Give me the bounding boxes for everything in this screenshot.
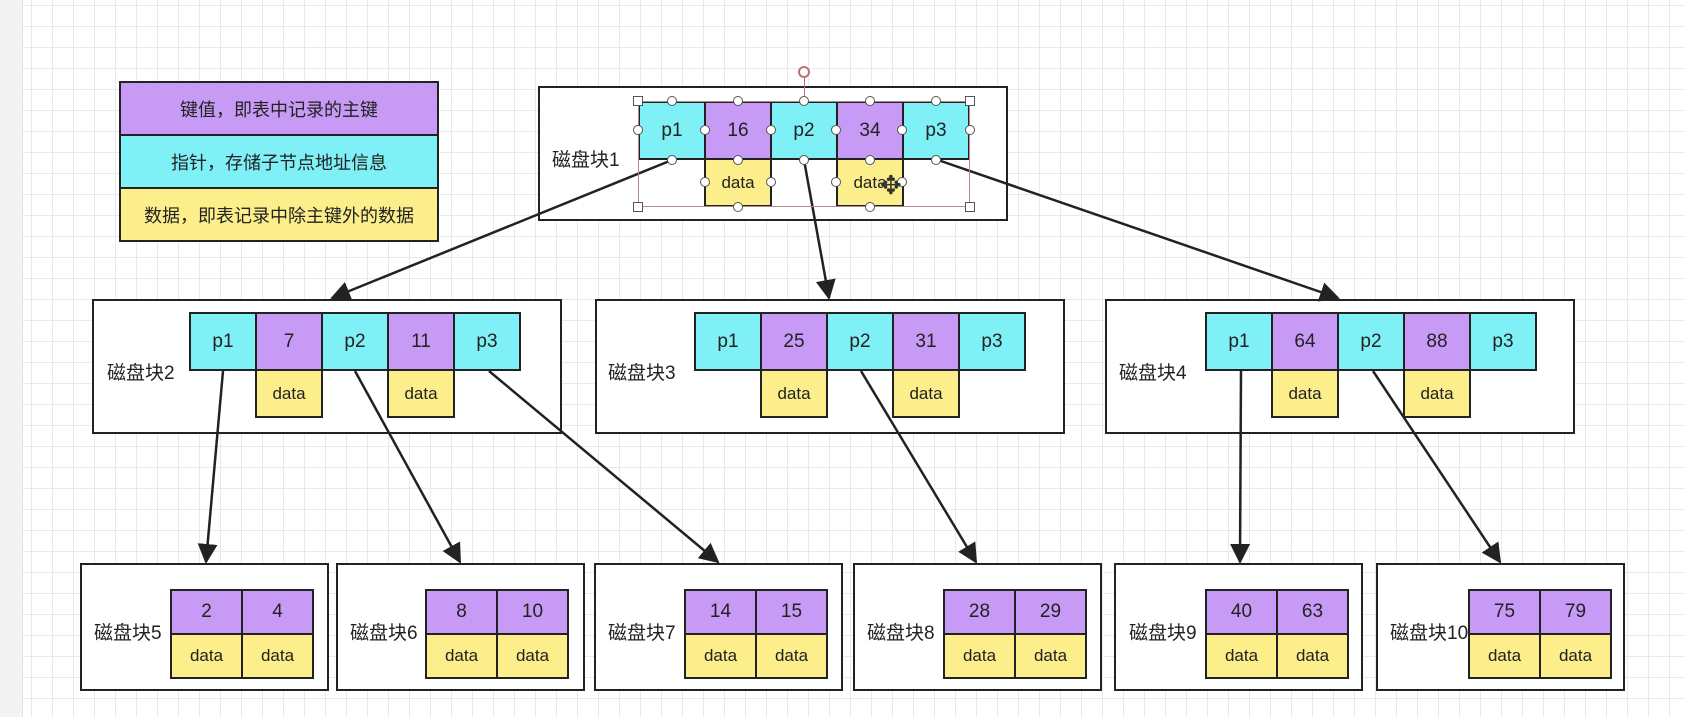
block10-data-2[interactable]: data (1539, 633, 1612, 679)
connection-point[interactable] (733, 155, 743, 165)
arrow-b1p3-to-b4[interactable] (937, 158, 1340, 302)
disk-block-9-label: 磁盘块9 (1129, 623, 1197, 644)
legend-data-row[interactable]: 数据，即表记录中除主键外的数据 (119, 187, 439, 242)
block4-pointer-p1[interactable]: p1 (1205, 312, 1273, 371)
block9-data-2[interactable]: data (1276, 633, 1349, 679)
arrow-b1p1-to-b2[interactable] (330, 158, 673, 301)
connection-point[interactable] (799, 96, 809, 106)
connection-point[interactable] (931, 96, 941, 106)
connection-point[interactable] (799, 155, 809, 165)
block10-key-75[interactable]: 75 (1468, 589, 1541, 635)
resize-handle-tl[interactable] (633, 96, 643, 106)
connection-point[interactable] (667, 96, 677, 106)
connection-point[interactable] (865, 96, 875, 106)
resize-handle-tr[interactable] (965, 96, 975, 106)
connection-point[interactable] (766, 125, 776, 135)
connection-point[interactable] (633, 125, 643, 135)
block8-data-2[interactable]: data (1014, 633, 1087, 679)
disk-block-8-label: 磁盘块8 (867, 623, 935, 644)
arrow-b4p1-to-b9[interactable] (1230, 370, 1251, 564)
connection-point[interactable] (897, 125, 907, 135)
connection-point[interactable] (897, 177, 907, 187)
block7-key-14[interactable]: 14 (684, 589, 757, 635)
connection-point[interactable] (965, 125, 975, 135)
rotate-handle-line (804, 78, 805, 101)
block7-data-1[interactable]: data (684, 633, 757, 679)
connection-point[interactable] (931, 155, 941, 165)
resize-handle-bl[interactable] (633, 202, 643, 212)
block6-data-2[interactable]: data (496, 633, 569, 679)
legend-key-row[interactable]: 键值，即表中记录的主键 (119, 81, 439, 136)
canvas-left-strip (0, 0, 23, 717)
block2-pointer-p3[interactable]: p3 (453, 312, 521, 371)
block3-key-25[interactable]: 25 (760, 312, 828, 371)
disk-block-1-label: 磁盘块1 (552, 150, 620, 171)
arrow-b1p2-to-b3[interactable] (802, 159, 836, 300)
connection-point[interactable] (865, 202, 875, 212)
legend-key-text: 键值，即表中记录的主键 (180, 99, 378, 120)
disk-block-4-label: 磁盘块4 (1119, 363, 1187, 384)
block3-pointer-p1[interactable]: p1 (694, 312, 762, 371)
block2-data-2[interactable]: data (387, 369, 455, 418)
block3-data-2[interactable]: data (892, 369, 960, 418)
disk-block-5-label: 磁盘块5 (94, 623, 162, 644)
connection-point[interactable] (831, 177, 841, 187)
connection-point[interactable] (766, 177, 776, 187)
legend-pointer-text: 指针，存储子节点地址信息 (171, 152, 387, 173)
connection-point[interactable] (831, 125, 841, 135)
block5-data-1[interactable]: data (170, 633, 243, 679)
block6-data-1[interactable]: data (425, 633, 498, 679)
block1-key-16[interactable]: 16 (704, 101, 772, 160)
connection-point[interactable] (865, 155, 875, 165)
connection-point[interactable] (733, 96, 743, 106)
arrow-b3p2-to-b8[interactable] (859, 370, 978, 564)
block4-pointer-p3[interactable]: p3 (1469, 312, 1537, 371)
disk-block-3-label: 磁盘块3 (608, 363, 676, 384)
block9-key-40[interactable]: 40 (1205, 589, 1278, 635)
disk-block-10-label: 磁盘块10 (1390, 623, 1469, 644)
disk-block-6-label: 磁盘块6 (350, 623, 418, 644)
block2-pointer-p1[interactable]: p1 (189, 312, 257, 371)
block10-data-1[interactable]: data (1468, 633, 1541, 679)
connection-point[interactable] (733, 202, 743, 212)
move-cursor-icon: ✥ (880, 170, 902, 200)
block8-key-29[interactable]: 29 (1014, 589, 1087, 635)
connection-point[interactable] (667, 155, 677, 165)
block2-data-1[interactable]: data (255, 369, 323, 418)
block3-pointer-p3[interactable]: p3 (958, 312, 1026, 371)
disk-block-2-label: 磁盘块2 (107, 363, 175, 384)
disk-block-7-label: 磁盘块7 (608, 623, 676, 644)
block9-data-1[interactable]: data (1205, 633, 1278, 679)
legend-data-text: 数据，即表记录中除主键外的数据 (144, 205, 414, 226)
connection-point[interactable] (700, 125, 710, 135)
arrow-b2p1-to-b5[interactable] (197, 370, 225, 564)
arrow-b4p2-to-b10[interactable] (1371, 370, 1502, 564)
rotate-handle[interactable] (798, 66, 810, 78)
block5-data-2[interactable]: data (241, 633, 314, 679)
block8-key-28[interactable]: 28 (943, 589, 1016, 635)
arrow-b2p3-to-b7[interactable] (488, 370, 720, 564)
arrow-b2p2-to-b6[interactable] (353, 370, 462, 564)
legend-pointer-row[interactable]: 指针，存储子节点地址信息 (119, 134, 439, 189)
block3-pointer-p2[interactable]: p2 (826, 312, 894, 371)
block4-key-64[interactable]: 64 (1271, 312, 1339, 371)
resize-handle-br[interactable] (965, 202, 975, 212)
block7-data-2[interactable]: data (755, 633, 828, 679)
block4-data-1[interactable]: data (1271, 369, 1339, 418)
block6-key-10[interactable]: 10 (496, 589, 569, 635)
block2-key-11[interactable]: 11 (387, 312, 455, 371)
block3-data-1[interactable]: data (760, 369, 828, 418)
connection-point[interactable] (700, 177, 710, 187)
block4-data-2[interactable]: data (1403, 369, 1471, 418)
